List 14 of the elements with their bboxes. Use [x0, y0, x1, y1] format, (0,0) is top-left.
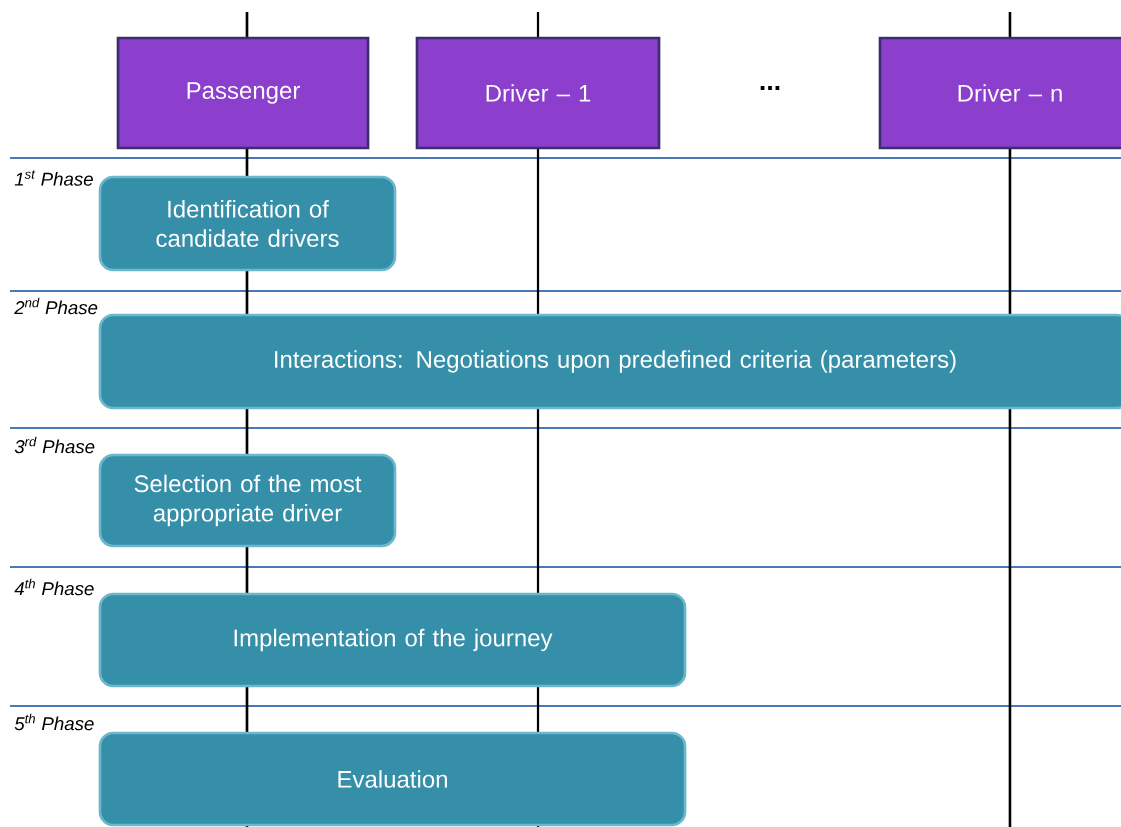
phase-box: Evaluation: [98, 731, 687, 827]
phase-label: 1$^{st}$ Phase: [14, 170, 93, 186]
phase-box: Identification of candidate drivers: [98, 175, 397, 272]
participant-box: Driver – 1: [415, 36, 661, 150]
phase-box: Interactions: Negotiations upon predefined criteria (parameters): [98, 313, 1121, 410]
phase-box: Selection of the most appropriate driver: [98, 453, 397, 548]
phase-box: Implementation of the journey: [98, 592, 687, 688]
ellipsis: ...: [760, 86, 780, 90]
phase-label: 2$^{nd}$ Phase: [14, 297, 98, 315]
participant-box: Passenger: [116, 36, 370, 150]
phase-label: 3$^{rd}$ Phase: [14, 436, 95, 454]
participant-box: Driver – n: [878, 36, 1121, 150]
phase-label: 5$^{th}$ Phase: [14, 713, 94, 731]
phase-label: 4$^{th}$ Phase: [14, 578, 94, 596]
